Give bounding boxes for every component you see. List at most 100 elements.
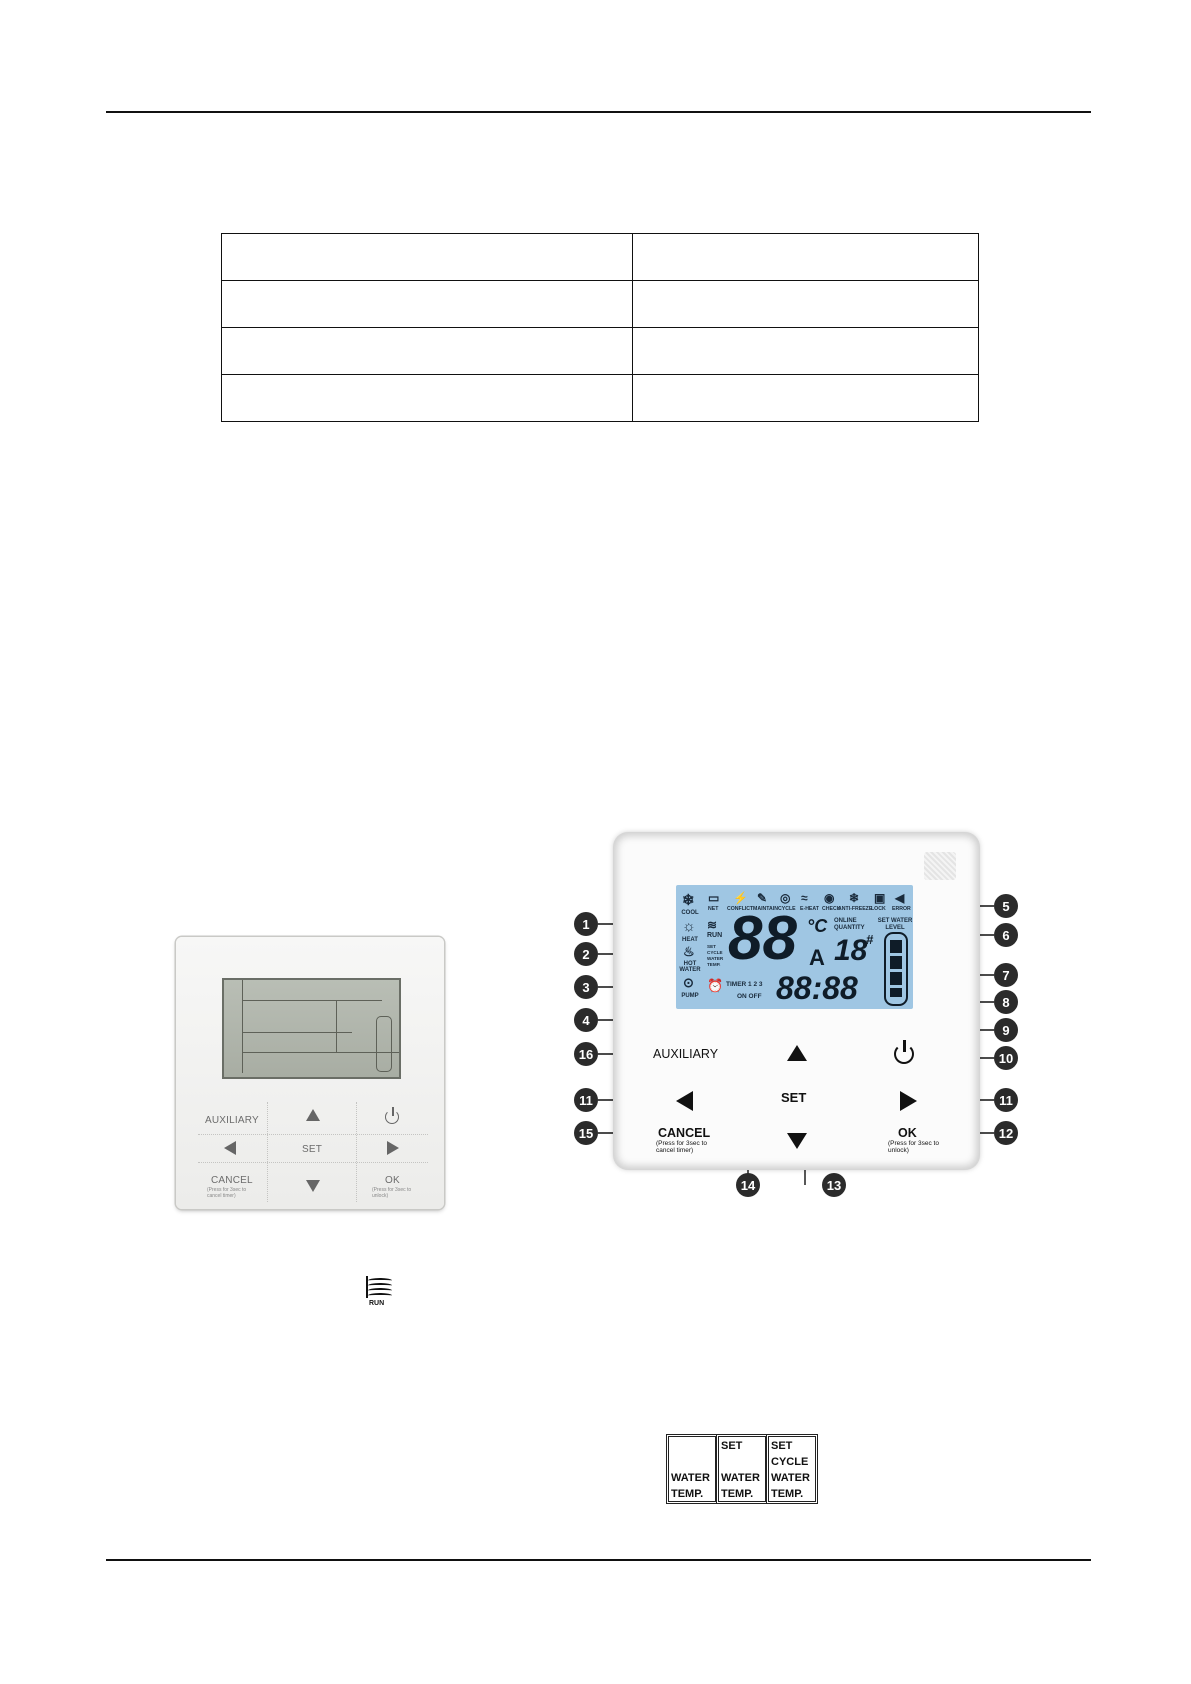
photo-power-icon bbox=[385, 1110, 399, 1124]
callout-4: 4 bbox=[574, 1008, 598, 1032]
photo-cancel-note: (Press for 3sec to cancel timer) bbox=[207, 1187, 247, 1199]
heat-icon: ☼ bbox=[682, 918, 696, 935]
run-icon-label: RUN bbox=[369, 1300, 385, 1307]
net-label: NET bbox=[708, 906, 719, 912]
auxiliary-button[interactable]: AUXILIARY bbox=[653, 1047, 719, 1061]
callout-15: 15 bbox=[574, 1121, 598, 1145]
timer-label: TIMER 1 2 3 bbox=[726, 981, 763, 988]
controller-lcd bbox=[222, 978, 401, 1079]
spec-table bbox=[221, 233, 979, 422]
speaker-grille bbox=[924, 852, 956, 880]
on-off-label: ON OFF bbox=[737, 993, 762, 1000]
set-water-temp-box: SET WATER TEMP. bbox=[716, 1434, 768, 1504]
header-rule bbox=[106, 111, 1091, 113]
photo-left-arrow-icon bbox=[224, 1141, 236, 1155]
photo-cancel-label: CANCEL bbox=[211, 1175, 253, 1186]
water-temp-box: WATER TEMP. bbox=[666, 1434, 718, 1504]
power-button[interactable] bbox=[894, 1044, 914, 1064]
ok-note: (Press for 3sec to unlock) bbox=[888, 1140, 939, 1154]
auto-indicator: A bbox=[809, 945, 825, 970]
pump-label: PUMP bbox=[681, 993, 699, 999]
callout-13: 13 bbox=[822, 1173, 846, 1197]
callout-8: 8 bbox=[994, 990, 1018, 1014]
callout-7: 7 bbox=[994, 963, 1018, 987]
hot-water-icon: ♨ bbox=[683, 944, 695, 959]
conflict-icon: ⚡ bbox=[733, 891, 748, 905]
table-row bbox=[221, 280, 979, 328]
power-icon bbox=[903, 1040, 906, 1052]
controller-photo: AUXILIARY SET CANCEL (Press for 3sec to … bbox=[176, 937, 444, 1209]
table-cell bbox=[632, 374, 979, 422]
footer-rule bbox=[106, 1559, 1091, 1561]
photo-ok-note: (Press for 3sec to unlock) bbox=[372, 1187, 412, 1199]
callout-9: 9 bbox=[994, 1018, 1018, 1042]
callout-10: 10 bbox=[994, 1046, 1018, 1070]
cancel-button[interactable]: CANCEL bbox=[658, 1126, 711, 1140]
error-icon: ◀ bbox=[895, 891, 905, 905]
photo-power-icon-stem bbox=[392, 1107, 394, 1116]
conflict-label: CONFLICT bbox=[727, 906, 754, 912]
cool-icon: ❄ bbox=[682, 892, 695, 909]
photo-down-arrow-icon bbox=[306, 1180, 320, 1192]
callout-1: 1 bbox=[574, 912, 598, 936]
main-temperature-digits: 88 bbox=[728, 904, 797, 973]
error-label: ERROR bbox=[892, 906, 911, 912]
callout-3: 3 bbox=[574, 975, 598, 999]
e-heat-label: E-HEAT bbox=[800, 906, 819, 912]
photo-ok-label: OK bbox=[385, 1175, 400, 1186]
pump-icon: ⊙ bbox=[683, 975, 694, 990]
up-arrow-button[interactable] bbox=[787, 1045, 807, 1061]
table-row bbox=[221, 374, 979, 422]
run-icon: RUN bbox=[366, 1276, 398, 1310]
callout-6: 6 bbox=[994, 923, 1018, 947]
e-heat-icon: ≈ bbox=[801, 891, 808, 905]
table-cell bbox=[221, 327, 633, 375]
hot-water-label: HOT WATER bbox=[679, 961, 701, 973]
photo-up-arrow-icon bbox=[306, 1109, 320, 1121]
run-screen-label: RUN bbox=[707, 932, 723, 939]
anti-freeze-icon: ❄ bbox=[849, 891, 860, 905]
set-water-level-label: SET WATER LEVEL bbox=[877, 918, 913, 931]
table-cell bbox=[632, 280, 979, 328]
callout-16: 16 bbox=[574, 1042, 598, 1066]
maintain-label: MAINTAIN bbox=[753, 906, 778, 912]
cycle-icon: ◎ bbox=[780, 891, 791, 905]
check-label: CHECK bbox=[822, 906, 841, 912]
check-icon: ◉ bbox=[824, 891, 835, 905]
photo-auxiliary-label: AUXILIARY bbox=[205, 1115, 259, 1126]
callout-11-right: 11 bbox=[994, 1088, 1018, 1112]
run-screen-icon: ≋ bbox=[707, 918, 718, 932]
maintain-icon: ✎ bbox=[757, 891, 768, 905]
ok-button[interactable]: OK bbox=[898, 1126, 917, 1140]
cycle-label: CYCLE bbox=[778, 906, 796, 912]
right-arrow-button[interactable] bbox=[900, 1091, 917, 1111]
callout-5: 5 bbox=[994, 894, 1018, 918]
set-button[interactable]: SET bbox=[781, 1090, 807, 1105]
water-level-gauge bbox=[884, 932, 908, 1006]
anti-freeze-label: ANTI-FREEZE bbox=[838, 906, 873, 912]
lock-label: LOCK bbox=[871, 906, 886, 912]
set-cycle-water-temp-label: SET CYCLE WATER TEMP. bbox=[707, 944, 724, 967]
heat-label: HEAT bbox=[682, 937, 698, 943]
unit-number: 18 bbox=[834, 934, 868, 967]
left-arrow-button[interactable] bbox=[676, 1091, 693, 1111]
callout-12: 12 bbox=[994, 1121, 1018, 1145]
photo-right-arrow-icon bbox=[387, 1141, 399, 1155]
callout-2: 2 bbox=[574, 942, 598, 966]
callout-14: 14 bbox=[736, 1173, 760, 1197]
celsius-unit: °C bbox=[807, 916, 828, 936]
net-icon: ▭ bbox=[708, 891, 720, 905]
timer-clock-icon: ⏰ bbox=[707, 978, 724, 993]
lock-icon: ▣ bbox=[874, 891, 886, 905]
lcd-display bbox=[676, 885, 913, 1009]
callout-11-left: 11 bbox=[574, 1088, 598, 1112]
table-row bbox=[221, 233, 979, 281]
cancel-note: (Press for 3sec to cancel timer) bbox=[656, 1140, 707, 1154]
table-cell bbox=[221, 374, 633, 422]
down-arrow-button[interactable] bbox=[787, 1133, 807, 1149]
clock-display: 88:88 bbox=[776, 970, 858, 1006]
cool-label: COOL bbox=[681, 910, 699, 916]
set-cycle-water-temp-box: SET CYCLE WATER TEMP. bbox=[766, 1434, 818, 1504]
